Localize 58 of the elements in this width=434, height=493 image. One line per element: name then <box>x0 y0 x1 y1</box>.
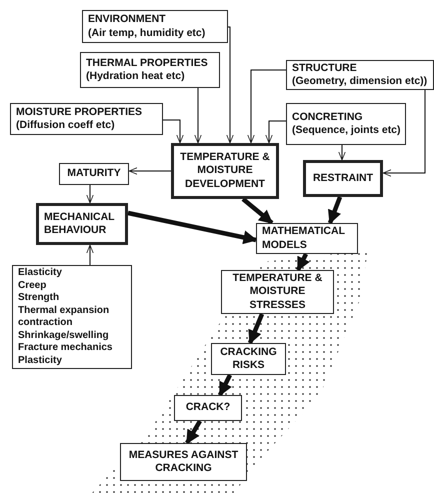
arrow <box>128 167 172 175</box>
process-box <box>303 160 383 197</box>
box-note: (Geometry, dimension etc)) <box>292 75 428 88</box>
arrow <box>247 70 286 144</box>
box-heading: MATURITY <box>67 167 121 181</box>
box-note: (Diffusion coeff etc) <box>16 119 115 132</box>
box-heading: CRACK? <box>186 401 230 415</box>
process-box <box>120 443 247 481</box>
box-note: (Sequence, joints etc) <box>292 124 401 138</box>
arrow <box>265 120 286 144</box>
arrow <box>128 210 258 244</box>
arrow <box>185 420 202 444</box>
box-note: (Hydration heat etc) <box>86 70 185 84</box>
process-box <box>221 270 334 314</box>
process-box <box>59 163 129 185</box>
process-box <box>286 60 434 90</box>
process-box <box>82 10 228 43</box>
arrow <box>248 313 264 344</box>
process-box <box>36 203 128 245</box>
arrow <box>218 374 232 396</box>
arrow <box>194 88 202 144</box>
process-box <box>80 52 220 88</box>
process-box <box>211 343 286 375</box>
arrow <box>242 197 274 225</box>
arrow <box>328 196 342 224</box>
process-box <box>12 265 132 369</box>
process-box <box>10 103 163 135</box>
list-item: Plasticity <box>18 354 62 367</box>
list-item: Fracture mechanics <box>18 342 112 354</box>
arrow <box>382 90 426 177</box>
list-item: Elasticity <box>18 267 62 280</box>
list-item: Creep <box>18 280 46 292</box>
box-heading: THERMAL PROPERTIES <box>86 56 208 70</box>
box-heading: MECHANICAL BEHAVIOUR <box>44 210 116 238</box>
arrow <box>296 253 310 272</box>
box-heading: CONCRETING <box>292 110 363 124</box>
list-item: Shrinkage/swelling <box>18 330 109 342</box>
box-heading: RESTRAINT <box>312 172 374 186</box>
arrow <box>162 120 184 144</box>
process-box <box>256 223 358 254</box>
arrow <box>86 184 94 204</box>
box-heading: STRUCTURE <box>292 62 357 75</box>
process-box <box>286 103 406 145</box>
process-box <box>174 395 242 421</box>
arrow <box>338 144 346 160</box>
box-heading: MEASURES AGAINST CRACKING <box>128 448 240 476</box>
list-item: Strength <box>18 292 60 304</box>
list-item: Thermal expansion contraction <box>18 304 110 330</box>
box-heading: TEMPERATURE & MOISTURE DEVELOPMENT <box>180 151 270 191</box>
process-box <box>171 143 279 199</box>
box-heading: ENVIRONMENT <box>88 13 166 26</box>
box-heading: MATHEMATICAL MODELS <box>262 225 346 252</box>
box-note: (Air temp, humidity etc) <box>88 26 206 40</box>
box-heading: TEMPERATURE & MOISTURE STRESSES <box>232 272 324 312</box>
arrow <box>86 244 94 266</box>
box-heading: MOISTURE PROPERTIES <box>16 106 142 119</box>
box-heading: CRACKING RISKS <box>219 346 278 372</box>
arrow <box>226 26 234 144</box>
